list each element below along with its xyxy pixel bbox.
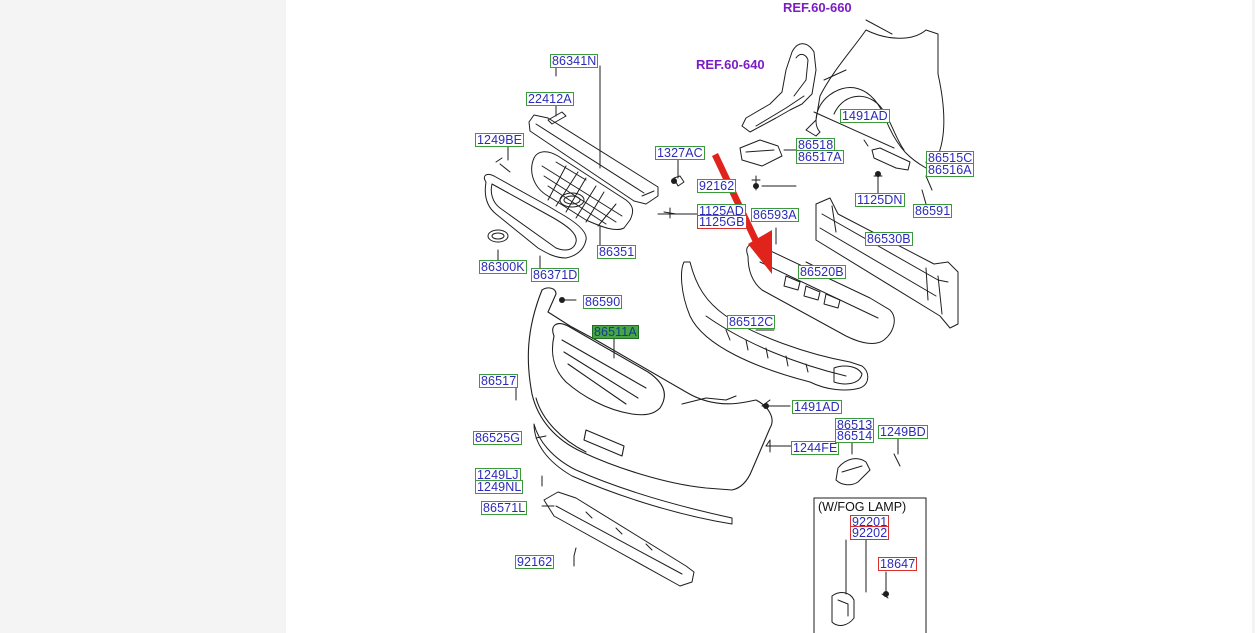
part-label-92202: 92202	[850, 526, 890, 540]
part-label-86512C: 86512C	[727, 315, 776, 329]
reference-bracket: REF.60-640	[696, 57, 765, 72]
fog-lamp-box-title: (W/FOG LAMP)	[818, 500, 907, 514]
part-label-86511A-highlighted: 86511A	[592, 325, 639, 339]
part-label-1244FE: 1244FE	[791, 441, 840, 455]
part-label-86571L: 86571L	[481, 501, 528, 515]
parts-line-drawing	[483, 19, 959, 633]
part-label-86514: 86514	[835, 429, 875, 443]
part-label-1249BE: 1249BE	[475, 133, 525, 147]
part-label-18647: 18647	[878, 557, 918, 571]
part-label-86520B: 86520B	[798, 265, 846, 279]
part-label-1249LJ: 1249LJ	[475, 468, 521, 482]
part-label-86593A: 86593A	[751, 208, 799, 222]
part-label-92201: 92201	[850, 515, 890, 529]
part-label-86515C: 86515C	[926, 151, 975, 165]
part-label-86525G: 86525G	[473, 431, 523, 445]
part-label-1125DN: 1125DN	[855, 193, 905, 207]
reference-fender: REF.60-660	[783, 0, 852, 15]
lower-lip-strip	[533, 423, 733, 525]
part-label-92162-bottom: 92162	[515, 555, 555, 569]
part-label-86517: 86517	[479, 374, 519, 388]
part-label-1491AD-mid: 1491AD	[792, 400, 842, 414]
part-label-86530B: 86530B	[865, 232, 913, 246]
part-label-22412A: 22412A	[526, 92, 574, 106]
part-label-1249NL: 1249NL	[475, 480, 524, 494]
part-label-92162-top: 92162	[697, 179, 737, 193]
part-label-86371D: 86371D	[531, 268, 580, 282]
part-label-86300K: 86300K	[479, 260, 527, 274]
part-label-1125GB: 1125GB	[697, 215, 747, 229]
bumper-beam	[815, 197, 959, 329]
part-label-86590: 86590	[583, 295, 623, 309]
bumper-cover	[527, 287, 773, 491]
part-label-1327AC: 1327AC	[655, 146, 705, 160]
diagram-sheet: REF.60-660 REF.60-640 86341N 22412A 1249…	[286, 0, 1252, 633]
part-label-86341N: 86341N	[550, 54, 599, 68]
part-label-86517A: 86517A	[796, 150, 844, 164]
fog-cover	[835, 453, 901, 486]
lower-garnish	[543, 491, 695, 587]
highlight-arrow	[712, 153, 772, 274]
grille-assembly	[483, 111, 685, 259]
part-label-86516A: 86516A	[926, 163, 974, 177]
fog-lamp-box	[813, 497, 927, 633]
part-label-86351: 86351	[597, 245, 637, 259]
lower-grille	[681, 261, 869, 391]
part-label-86513: 86513	[835, 418, 875, 432]
part-label-1491AD-top: 1491AD	[840, 109, 890, 123]
part-label-1249BD: 1249BD	[878, 425, 928, 439]
part-label-86591: 86591	[913, 204, 953, 218]
